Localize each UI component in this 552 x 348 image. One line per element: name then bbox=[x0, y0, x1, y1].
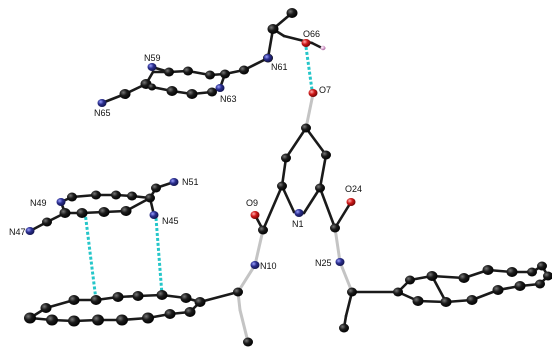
atom-n65 bbox=[97, 99, 107, 107]
oxygen-atoms bbox=[250, 39, 356, 219]
atom-n47 bbox=[25, 227, 35, 235]
atom-n25 bbox=[335, 258, 345, 266]
nitrogen-atoms bbox=[25, 54, 345, 269]
atom-o9 bbox=[250, 211, 260, 219]
label-n51: N51 bbox=[182, 177, 199, 187]
atom-h-o66 bbox=[320, 45, 326, 51]
atom-o24 bbox=[346, 198, 356, 206]
covalent-bonds bbox=[28, 11, 550, 344]
label-n47: N47 bbox=[9, 227, 26, 237]
label-n63: N63 bbox=[220, 94, 237, 104]
central-core-bonds bbox=[236, 92, 400, 344]
atom-n63 bbox=[215, 84, 225, 92]
atom-labels: O66 O7 N59 N61 N63 N65 N51 N49 N47 N45 O… bbox=[9, 29, 362, 271]
label-n61: N61 bbox=[271, 62, 288, 72]
atom-n10 bbox=[250, 261, 260, 269]
atom-n1 bbox=[294, 209, 304, 217]
hbond-o66-o7 bbox=[304, 46, 314, 91]
label-n45: N45 bbox=[162, 216, 179, 226]
atom-n61 bbox=[263, 54, 273, 62]
label-n10: N10 bbox=[260, 261, 277, 271]
atom-o66 bbox=[301, 39, 311, 47]
dashed-interactions bbox=[83, 46, 314, 301]
label-n25: N25 bbox=[315, 258, 332, 268]
atom-o7 bbox=[308, 89, 318, 97]
label-n65: N65 bbox=[94, 108, 111, 118]
label-n1: N1 bbox=[292, 219, 304, 229]
label-n49: N49 bbox=[30, 198, 47, 208]
label-n59: N59 bbox=[144, 53, 161, 63]
atoms bbox=[24, 8, 552, 347]
carbon-atoms bbox=[24, 8, 552, 347]
label-o9: O9 bbox=[246, 198, 258, 208]
atom-n59 bbox=[147, 63, 157, 71]
label-o7: O7 bbox=[319, 85, 331, 95]
stack-line-left bbox=[83, 211, 98, 301]
stack-line-right bbox=[154, 217, 164, 296]
atom-n51 bbox=[169, 178, 179, 186]
atom-n45 bbox=[149, 211, 159, 219]
label-o66: O66 bbox=[303, 29, 320, 39]
label-o24: O24 bbox=[345, 184, 362, 194]
atom-n49 bbox=[56, 198, 66, 206]
